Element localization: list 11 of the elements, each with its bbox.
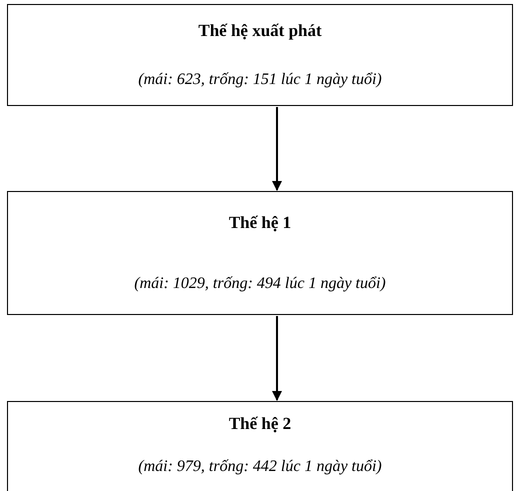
arrow xyxy=(272,107,282,191)
process-box xyxy=(7,4,513,106)
box-subtitle: (mái: 623, trống: 151 lúc 1 ngày tuổi) xyxy=(138,70,382,90)
process-box xyxy=(7,191,513,315)
box-subtitle: (mái: 979, trống: 442 lúc 1 ngày tuổi) xyxy=(138,456,382,477)
arrow xyxy=(272,316,282,401)
box-title: Thế hệ 2 xyxy=(228,413,292,436)
box-title: Thế hệ xuất phát xyxy=(198,20,322,42)
box-subtitle: (mái: 1029, trống: 494 lúc 1 ngày tuổi) xyxy=(134,274,386,294)
box-title: Thế hệ 1 xyxy=(228,212,292,234)
process-box xyxy=(7,401,513,491)
